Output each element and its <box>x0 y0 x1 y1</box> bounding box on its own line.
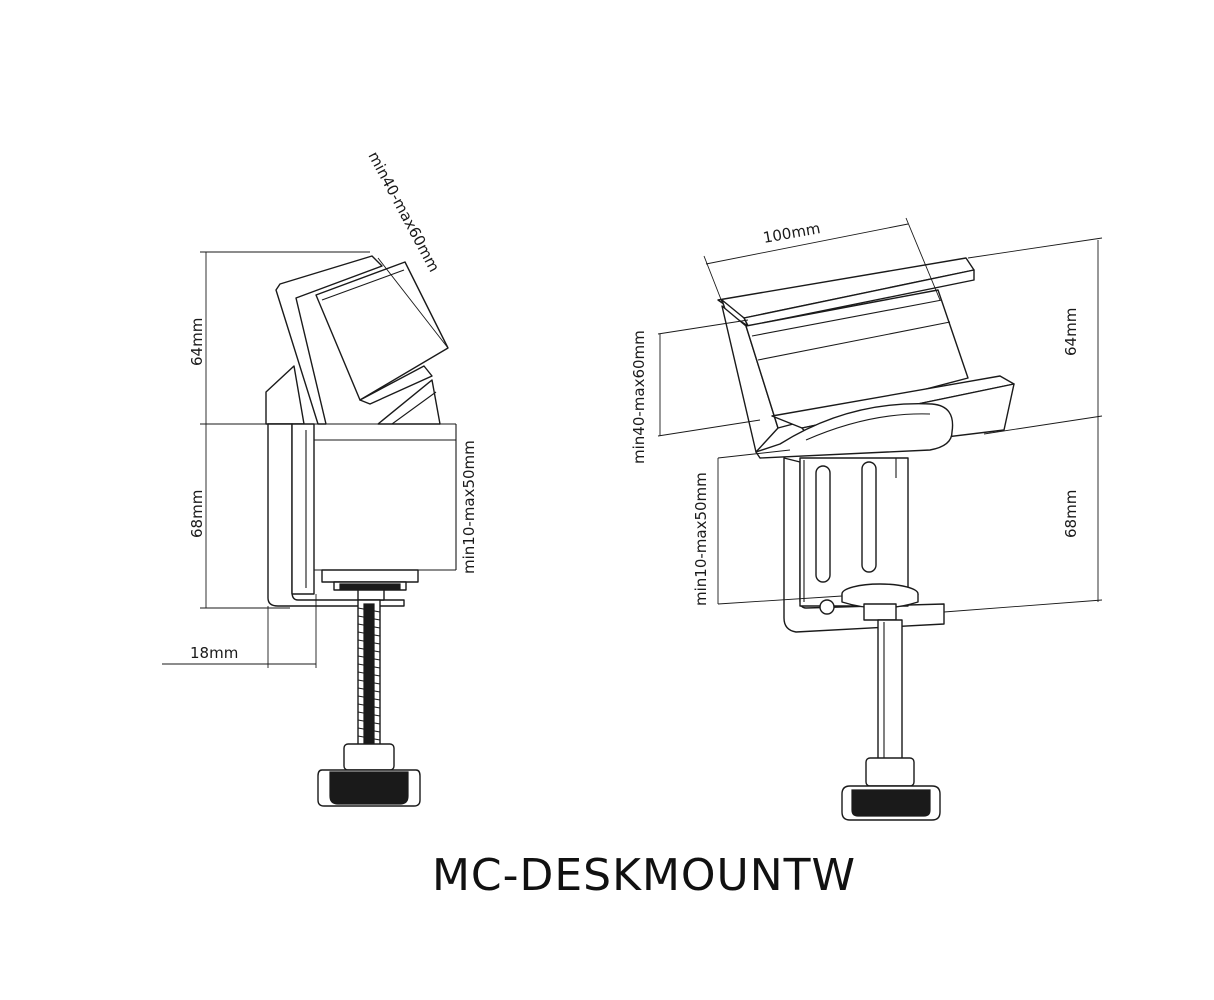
perspective-top-plate <box>717 257 975 327</box>
side-upper-opening-label: min40-max60mm <box>364 148 443 275</box>
side-thickness-label: 18mm <box>190 644 238 662</box>
perspective-view-clamp <box>717 257 1015 821</box>
side-knob <box>317 743 421 807</box>
perspective-height-upper-label: 64mm <box>1062 308 1080 356</box>
perspective-c-bracket <box>783 457 945 633</box>
perspective-lower-plate <box>755 375 1015 459</box>
side-threaded-screw <box>357 599 381 749</box>
perspective-clamp-face <box>721 289 969 453</box>
perspective-pressure-pad <box>841 583 919 621</box>
side-view-clamp <box>265 255 457 807</box>
perspective-upper-opening-label: min40-max60mm <box>630 330 648 464</box>
side-pressure-pad <box>321 569 419 601</box>
side-height-upper-label: 64mm <box>188 318 206 366</box>
perspective-lower-opening-label: min10-max50mm <box>692 472 710 606</box>
side-height-lower-label: 68mm <box>188 490 206 538</box>
perspective-height-lower-label: 68mm <box>1062 490 1080 538</box>
perspective-dimensions <box>657 217 1103 613</box>
perspective-knob <box>841 757 941 821</box>
side-upper-arm <box>265 255 449 425</box>
perspective-screw-shaft <box>877 619 903 771</box>
side-view-dimensions <box>162 251 457 668</box>
product-title: MC-DESKMOUNTW <box>432 850 856 901</box>
side-c-body <box>267 423 457 607</box>
side-lower-opening-label: min10-max50mm <box>460 440 478 574</box>
